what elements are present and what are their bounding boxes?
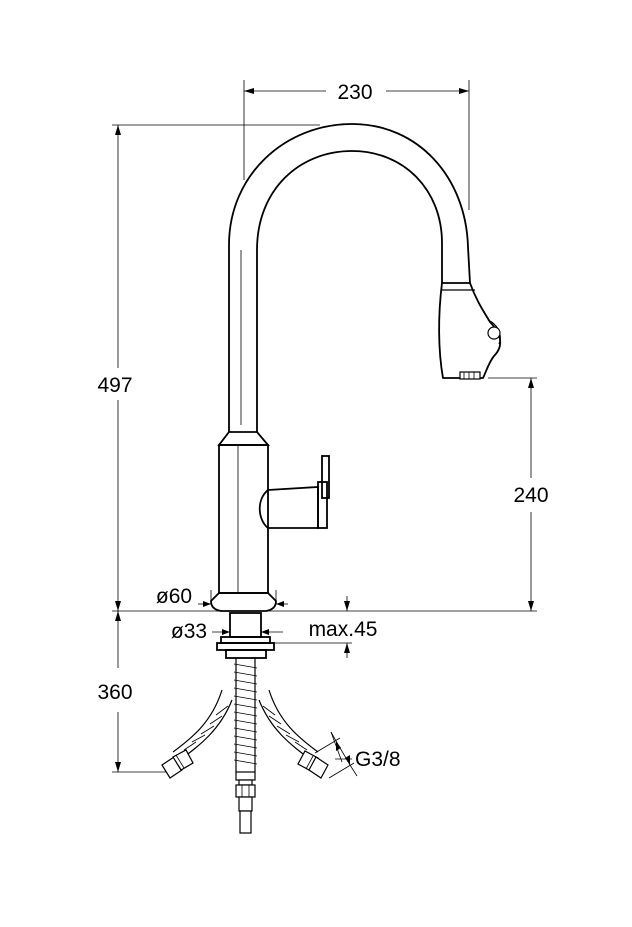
dimension-230-label: 230 xyxy=(337,81,372,104)
dimension-497: 497 xyxy=(97,124,320,611)
left-hose-fitting xyxy=(161,749,194,779)
dimension-diameter-60: ø60 xyxy=(156,585,288,608)
dimension-diameter-33-label: ø33 xyxy=(171,620,207,643)
faucet-body xyxy=(210,123,502,612)
dimension-360-label: 360 xyxy=(97,681,132,704)
dimension-497-label: 497 xyxy=(97,374,132,397)
dimension-max-45-label: max.45 xyxy=(309,618,378,641)
dimension-240: 240 xyxy=(488,377,549,611)
dimension-360: 360 xyxy=(97,611,166,773)
dimension-max-45: max.45 xyxy=(270,596,377,658)
spray-head xyxy=(438,282,502,379)
spout-outer-arc xyxy=(228,123,471,432)
dimension-230: 230 xyxy=(243,80,470,210)
dimension-thread-g38-label: G3/8 xyxy=(355,748,401,771)
faucet-base xyxy=(210,592,277,612)
faucet-handle xyxy=(258,486,319,529)
dimension-diameter-33: ø33 xyxy=(171,620,283,643)
left-braided-hose xyxy=(172,689,233,761)
spout-inner-arc xyxy=(256,150,443,432)
mounting-shank xyxy=(216,612,275,659)
dimension-diameter-60-label: ø60 xyxy=(156,585,192,608)
center-spring-hose xyxy=(233,658,258,772)
dimension-thread-g38: G3/8 xyxy=(314,731,401,779)
dimension-240-label: 240 xyxy=(513,484,548,507)
spray-button-icon xyxy=(487,326,501,340)
right-hose-fitting xyxy=(297,750,329,779)
right-braided-hose xyxy=(258,689,319,761)
supply-hoses xyxy=(161,658,329,834)
handle-lever xyxy=(321,455,330,499)
center-hose-fitting xyxy=(235,771,256,834)
